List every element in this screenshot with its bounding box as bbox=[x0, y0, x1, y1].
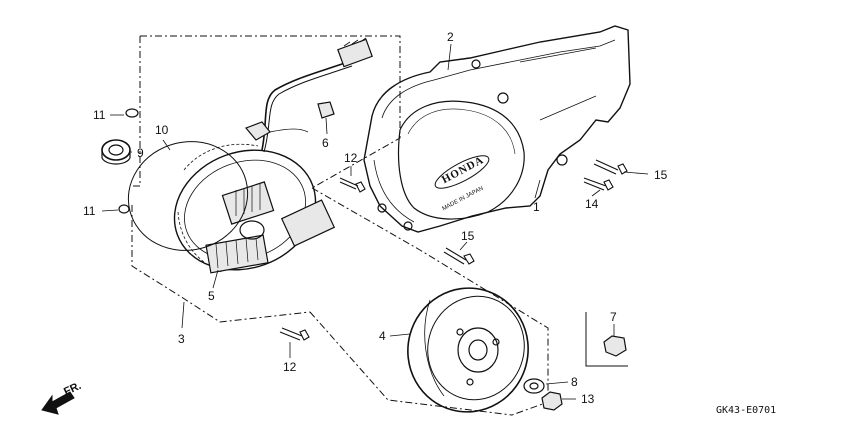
flywheel bbox=[407, 287, 529, 413]
callout-part-13: 13 bbox=[581, 392, 595, 406]
leader-lines bbox=[101, 43, 649, 400]
bolts bbox=[279, 159, 628, 341]
dowel-pin-upper bbox=[125, 108, 139, 118]
grommet bbox=[317, 101, 335, 119]
callout-part-5: 5 bbox=[208, 289, 215, 303]
callout-part-3: 3 bbox=[178, 332, 185, 346]
front-direction-arrow bbox=[41, 391, 75, 415]
callout-part-11-lower: 11 bbox=[83, 204, 96, 218]
callout-part-9: 9 bbox=[137, 146, 144, 160]
group-bracket bbox=[131, 35, 401, 323]
flange-nut bbox=[541, 391, 563, 411]
callout-part-4: 4 bbox=[379, 329, 386, 343]
nut-7-bracket bbox=[585, 312, 628, 367]
drawing-code: GK43-E0701 bbox=[716, 405, 777, 416]
callout-part-11-upper: 11 bbox=[93, 108, 106, 122]
callout-part-14: 14 bbox=[585, 197, 599, 211]
callout-part-15-right: 15 bbox=[654, 168, 668, 182]
cover-gasket bbox=[127, 141, 249, 251]
callout-part-10: 10 bbox=[155, 123, 169, 137]
callout-part-15-center: 15 bbox=[461, 229, 475, 243]
washer bbox=[523, 378, 545, 394]
flywheel-bracket bbox=[309, 187, 549, 416]
cover-logo-badge bbox=[434, 155, 490, 189]
callout-part-2: 2 bbox=[447, 30, 454, 44]
stator-assembly bbox=[173, 37, 373, 274]
nut-7 bbox=[603, 335, 627, 357]
callout-part-8: 8 bbox=[571, 375, 578, 389]
callout-part-1: 1 bbox=[533, 200, 540, 214]
dowel-pin-lower bbox=[118, 204, 130, 214]
callout-part-12-lower: 12 bbox=[283, 360, 297, 374]
callout-part-6: 6 bbox=[322, 136, 329, 150]
callout-part-12-upper: 12 bbox=[344, 151, 358, 165]
callout-part-7: 7 bbox=[610, 310, 617, 324]
left-crankcase-cover bbox=[363, 25, 631, 233]
oil-seal bbox=[101, 139, 131, 165]
